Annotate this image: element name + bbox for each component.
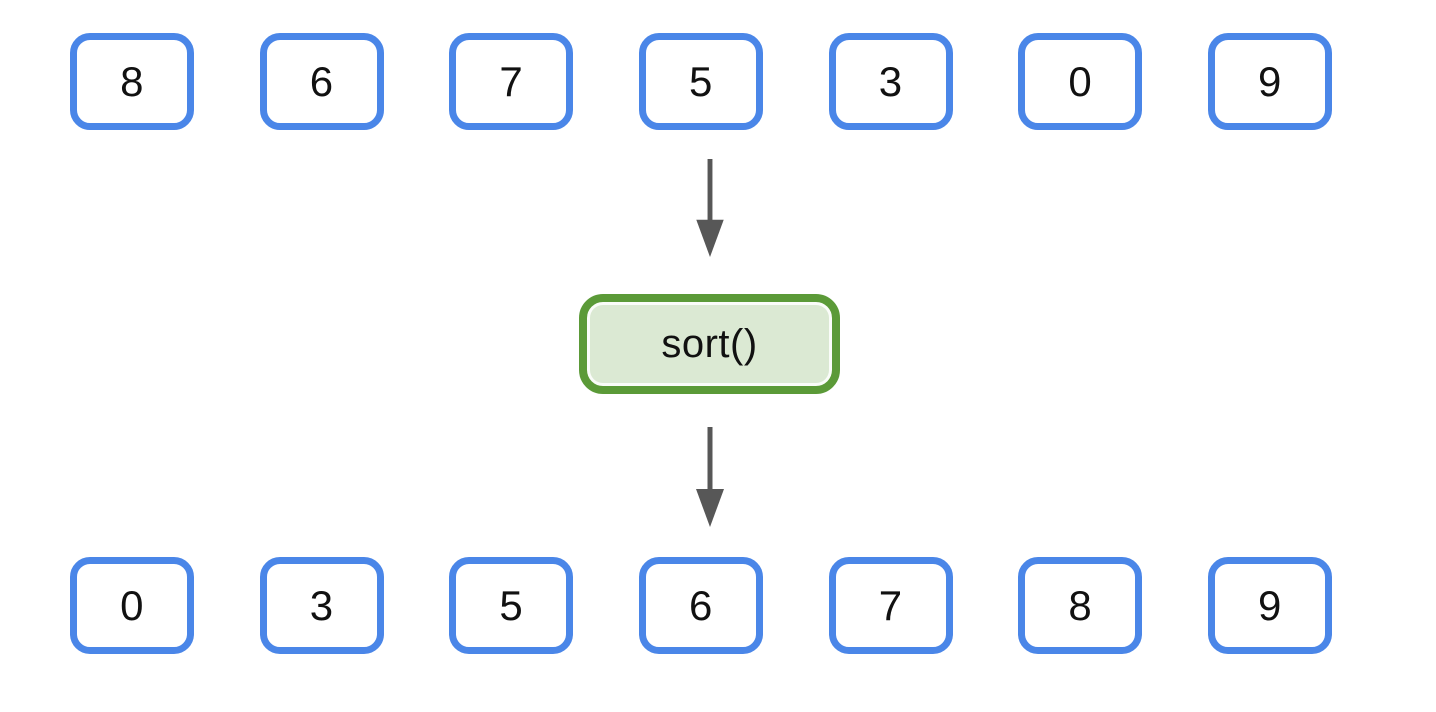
array-cell: 8: [1018, 557, 1143, 654]
cell-value: 5: [499, 581, 524, 629]
arrow-down-icon: [696, 159, 724, 257]
arrow-down-icon: [696, 427, 724, 527]
cell-value: 3: [878, 57, 903, 105]
sort-operation-box: sort(): [579, 294, 840, 394]
array-cell: 7: [449, 33, 574, 130]
output-array-row: 0 3 5 6 7 8 9: [70, 557, 1332, 654]
cell-value: 9: [1258, 581, 1282, 629]
cell-value: 6: [309, 57, 334, 105]
cell-value: 6: [689, 581, 713, 629]
cell-value: 8: [1068, 581, 1093, 629]
array-cell: 6: [638, 557, 763, 654]
array-cell: 0: [70, 557, 194, 654]
sort-operation-label: sort(): [661, 321, 758, 366]
cell-value: 9: [1258, 57, 1282, 105]
array-cell: 3: [828, 33, 953, 130]
array-cell: 8: [70, 33, 194, 130]
input-array-row: 8 6 7 5 3 0 9: [70, 33, 1332, 130]
array-cell: 9: [1207, 33, 1332, 130]
array-cell: 6: [259, 33, 384, 130]
array-cell: 0: [1018, 33, 1143, 130]
cell-value: 0: [1068, 57, 1093, 105]
array-cell: 9: [1207, 557, 1332, 654]
cell-value: 8: [120, 57, 144, 105]
cell-value: 7: [499, 57, 524, 105]
array-cell: 3: [259, 557, 384, 654]
cell-value: 0: [120, 581, 144, 629]
array-cell: 7: [828, 557, 953, 654]
cell-value: 5: [689, 57, 713, 105]
cell-value: 7: [878, 581, 903, 629]
array-cell: 5: [449, 557, 574, 654]
cell-value: 3: [309, 581, 334, 629]
array-cell: 5: [638, 33, 763, 130]
